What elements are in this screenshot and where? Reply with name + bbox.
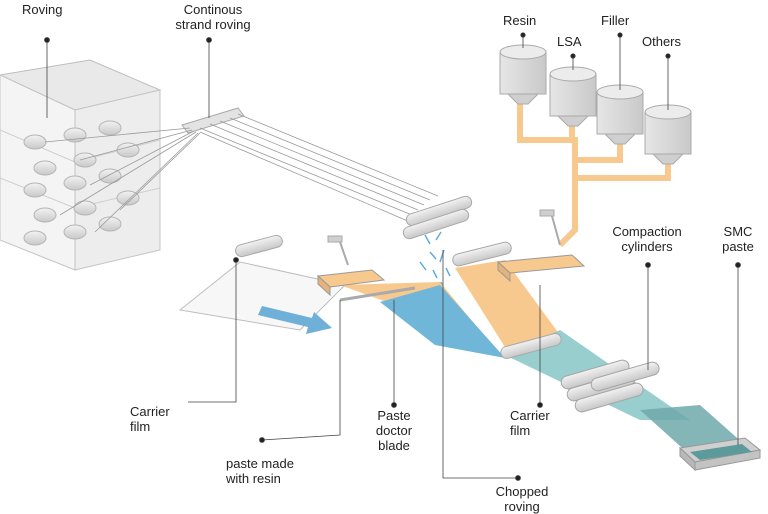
roving-strands-to-guide (44, 127, 201, 233)
roving-rack (0, 59, 162, 271)
film-rollers (452, 241, 562, 359)
label-lsa: LSA (557, 34, 582, 49)
resin-tank (499, 44, 547, 105)
chopper-rollers (402, 195, 473, 240)
label-paste-made-with-resin: paste made with resin (226, 456, 294, 486)
lsa-tank (549, 66, 597, 127)
supply-tanks (499, 44, 692, 165)
label-continuous-strand-roving: Continous strand roving (175, 2, 251, 32)
smc-paste-tray (678, 437, 762, 472)
carrier-film-left (178, 234, 346, 331)
paste-doctor-box-left (316, 269, 416, 302)
supply-pipes (517, 100, 671, 248)
label-filler: Filler (601, 13, 630, 28)
label-chopped-roving: Chopped roving (495, 484, 549, 514)
leader-lines (44, 32, 741, 481)
label-carrier-film-right: Carrier film (510, 408, 550, 438)
label-resin: Resin (503, 13, 537, 28)
label-others: Others (642, 34, 682, 49)
compaction-cylinders-shape (560, 359, 660, 413)
label-compaction-cylinders: Compaction cylinders (612, 224, 682, 254)
roving-strands-to-chopper (199, 113, 439, 223)
paste-faucets (327, 209, 561, 266)
label-smc-paste: SMC paste (722, 224, 754, 254)
filler-tank (596, 84, 644, 145)
others-tank (644, 104, 692, 165)
flow-arrow (258, 306, 332, 334)
label-roving: Roving (22, 2, 63, 17)
strand-guide (181, 107, 245, 134)
paste-doctor-box-right (496, 254, 586, 283)
label-paste-doctor-blade: Paste doctor blade (375, 408, 413, 453)
label-carrier-film-left: Carrier film (130, 404, 170, 434)
